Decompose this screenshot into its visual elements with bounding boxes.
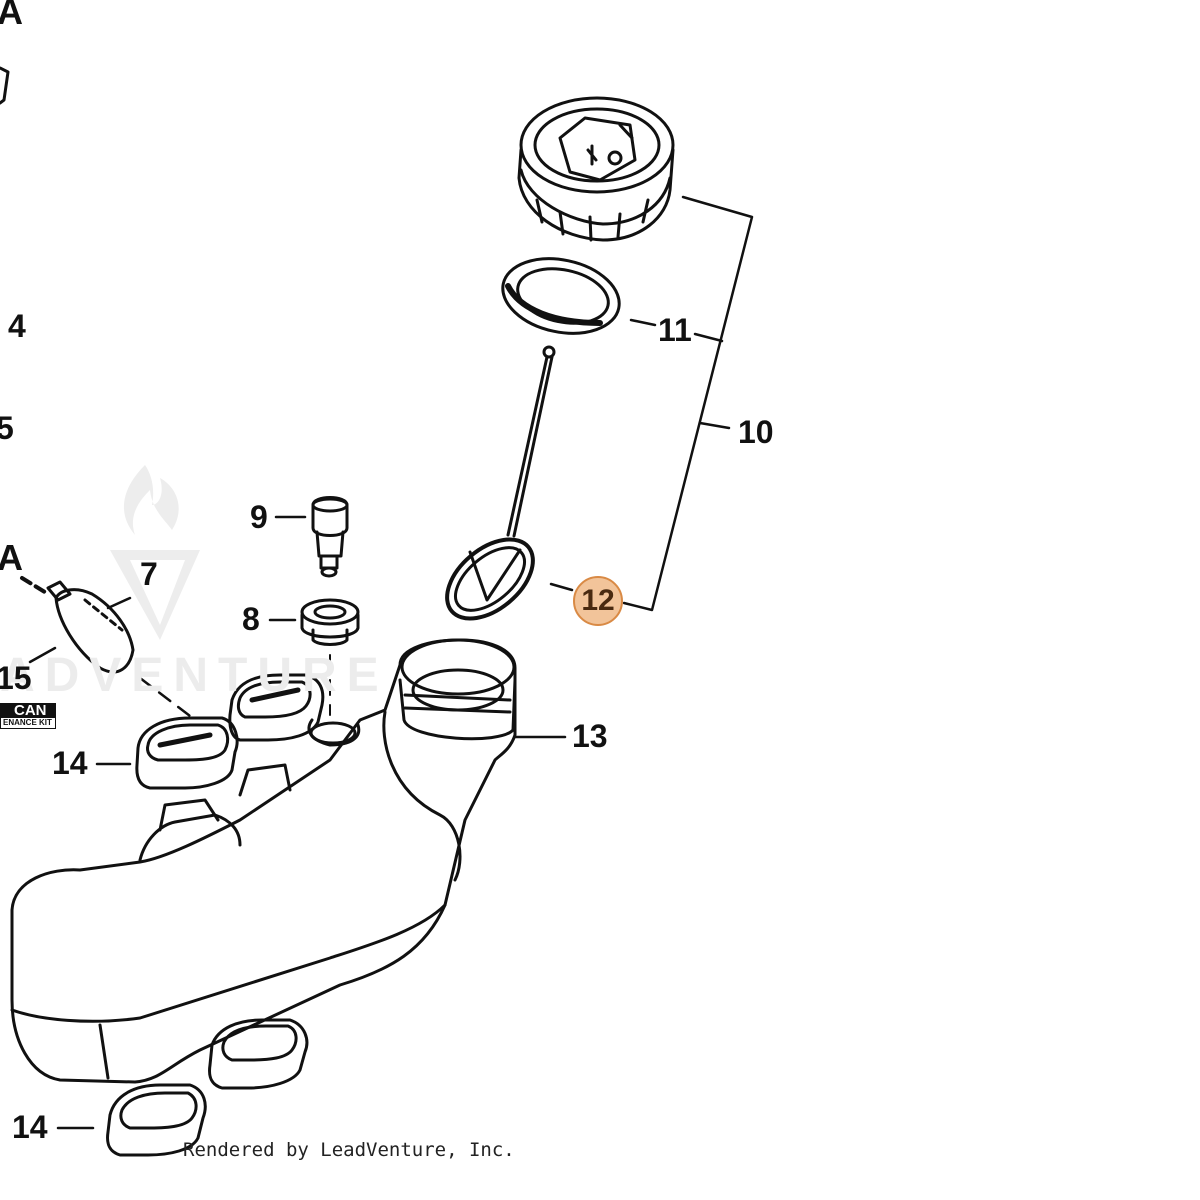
fuel-strainer (445, 345, 556, 621)
callout-bracket (28, 195, 754, 1130)
fuel-tank (10, 638, 517, 1084)
watermark-logo (110, 465, 200, 640)
label-part-4: 4 (8, 308, 26, 344)
kit-badge-top: CAN (0, 703, 56, 718)
label-ref-a-top: A (0, 0, 23, 32)
vent-plug (311, 496, 349, 578)
label-part-9: 9 (250, 499, 268, 535)
gasket-ring (501, 257, 621, 335)
label-part-13: 13 (572, 718, 608, 754)
part-a-fragment (0, 66, 10, 105)
label-part-14-lower: 14 (12, 1109, 48, 1145)
label-part-12-highlighted[interactable]: 12 (573, 576, 623, 626)
label-part-10: 10 (738, 414, 774, 450)
kit-badge-bottom: ENANCE KIT (0, 718, 56, 729)
label-part-5: 5 (0, 410, 14, 446)
label-part-8: 8 (242, 601, 260, 637)
mount-pad-upper (135, 673, 325, 790)
fuel-filter (20, 576, 192, 718)
fuel-cap (517, 96, 675, 242)
label-part-11: 11 (658, 312, 692, 348)
grommet (300, 598, 360, 716)
mount-pad-lower (106, 1018, 309, 1157)
label-part-15: 15 (0, 660, 32, 696)
render-credit: Rendered by LeadVenture, Inc. (183, 1139, 515, 1161)
watermark-text: ADVENTURE (0, 649, 389, 702)
label-part-7: 7 (140, 556, 158, 592)
label-ref-a-left: A (0, 537, 23, 578)
label-part-14-upper: 14 (52, 745, 88, 781)
maintenance-kit-badge: CAN ENANCE KIT (0, 703, 56, 729)
